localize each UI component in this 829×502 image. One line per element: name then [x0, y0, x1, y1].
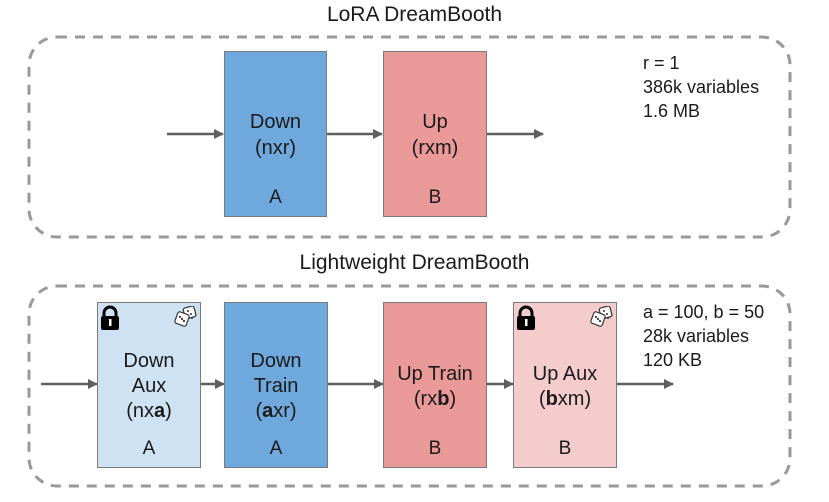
lightweight-size: 120 KB [643, 350, 703, 370]
block-shape: (bxm) [538, 388, 592, 410]
dice-icon [590, 305, 614, 335]
lora-info: r = 1 386k variables 1.6 MB [643, 51, 759, 123]
lora-rank: r = 1 [643, 53, 680, 73]
block-shape: (rxb) [413, 388, 457, 410]
dice-icon [174, 305, 198, 335]
lora-title: LoRA DreamBooth [326, 3, 503, 26]
up-train-block: Up Train (rxb) B [383, 302, 487, 468]
block-shape: (rxm) [411, 137, 459, 159]
block-name: Up Aux [532, 363, 598, 385]
block-letter: B [428, 438, 442, 459]
block-letter: B [558, 438, 572, 459]
block-letter: A [142, 438, 156, 459]
block-letter: B [428, 187, 442, 208]
block-name: Up [422, 111, 448, 133]
lora-variables: 386k variables [643, 77, 760, 97]
down-aux-block: Down Aux (nxa) A [97, 302, 201, 468]
block-name: Down [123, 350, 175, 372]
block-name: Down [249, 111, 302, 133]
block-subname: Train [253, 375, 299, 397]
block-letter: A [269, 187, 282, 208]
down-train-block: Down Train (axr) A [224, 302, 328, 468]
block-shape: (nxa) [126, 400, 172, 422]
block-letter: A [269, 438, 283, 459]
lora-up-block: Up (rxm) B [383, 51, 487, 217]
block-name: Down [250, 350, 302, 372]
lightweight-title: Lightweight DreamBooth [299, 251, 530, 274]
up-aux-block: Up Aux (bxm) B [513, 302, 617, 468]
lora-down-block: Down (nxr) A [224, 51, 327, 217]
block-subname: Aux [131, 375, 167, 397]
lora-size: 1.6 MB [643, 101, 701, 121]
block-shape: (nxr) [254, 137, 297, 159]
lightweight-params: a = 100, b = 50 [643, 302, 765, 322]
lock-icon [516, 305, 536, 338]
lightweight-variables: 28k variables [643, 326, 750, 346]
block-name: Up Train [397, 363, 473, 385]
lightweight-info: a = 100, b = 50 28k variables 120 KB [643, 300, 764, 372]
block-shape: (axr) [255, 400, 297, 422]
lock-icon [100, 305, 120, 338]
